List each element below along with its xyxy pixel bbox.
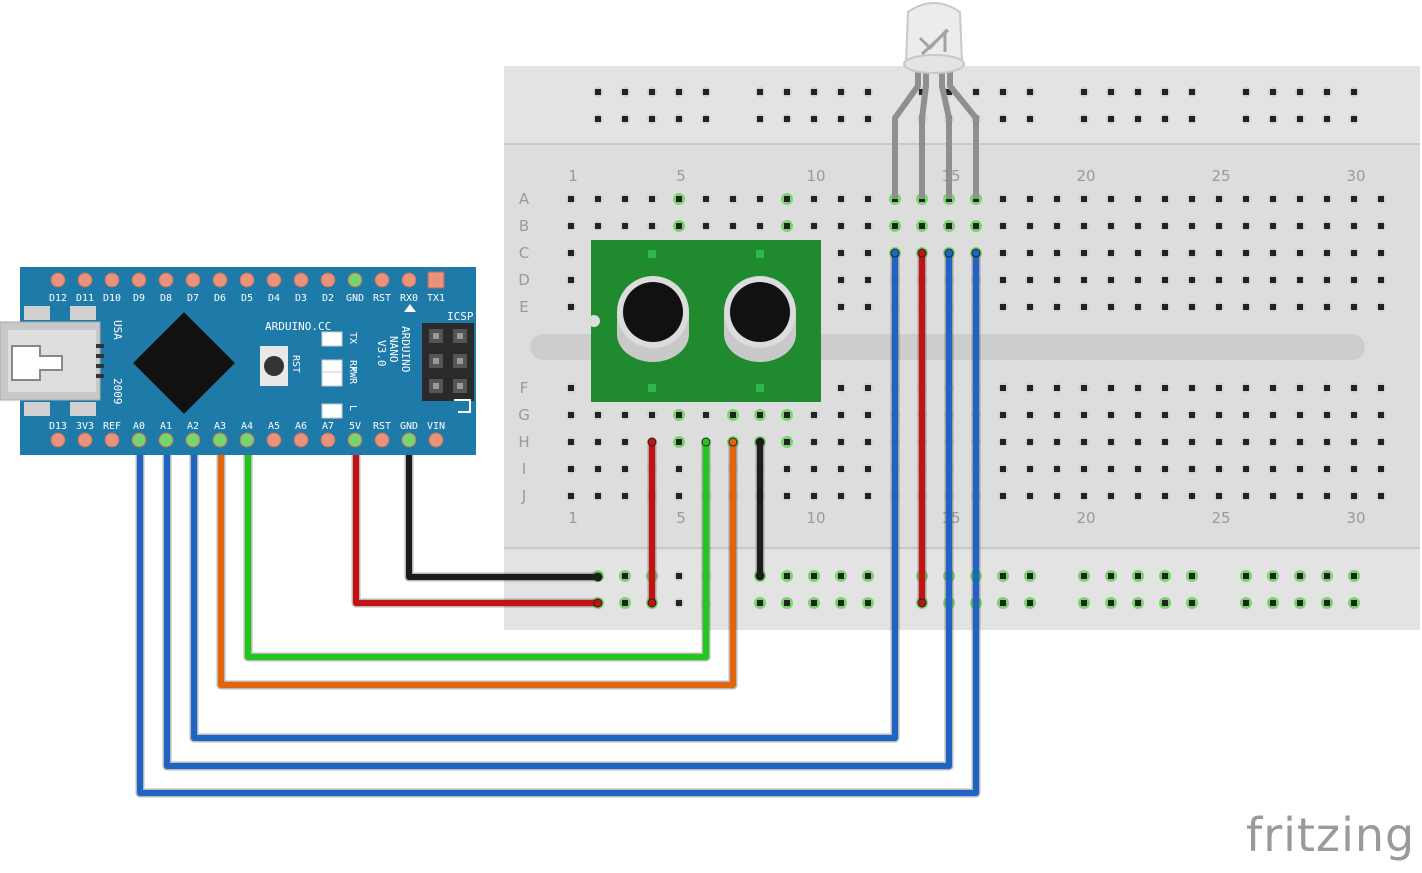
- nano-pin-label-bottom-a6: A6: [295, 421, 307, 432]
- led-pwr: [321, 371, 343, 387]
- nano-led-label-tx: TX: [347, 332, 358, 344]
- led-l: [321, 403, 343, 419]
- nano-pin-label-top-tx1: TX1: [427, 293, 445, 304]
- nano-pin-label-bottom-vin: VIN: [427, 421, 445, 432]
- column-number-5-bottom: 5: [676, 509, 686, 527]
- nano-pin-label-bottom-ref: REF: [103, 421, 121, 432]
- led-leg: [947, 72, 979, 199]
- row-label-e: E: [519, 298, 528, 316]
- nano-pin-label-bottom-a5: A5: [268, 421, 280, 432]
- nano-model-line-1: ARDUINO: [399, 326, 412, 372]
- microcontroller-chip: [133, 312, 235, 414]
- column-number-30-bottom: 30: [1346, 509, 1365, 527]
- nano-pin-label-bottom-a2: A2: [187, 421, 199, 432]
- ultrasonic-sensor: [588, 240, 821, 402]
- nano-site-label: ARDUINO.CC: [265, 320, 331, 333]
- wires: [135, 248, 981, 798]
- nano-model-line-2: NANO: [387, 336, 400, 363]
- nano-pin-label-bottom-a7: A7: [322, 421, 334, 432]
- column-number-30-top: 30: [1346, 167, 1365, 185]
- nano-pin-label-top-d9: D9: [133, 293, 145, 304]
- nano-pin-label-top-d5: D5: [241, 293, 253, 304]
- column-number-20-top: 20: [1076, 167, 1095, 185]
- nano-pin-label-top-gnd: GND: [346, 293, 364, 304]
- led-leg: [919, 72, 929, 199]
- nano-led-label-l: L: [347, 405, 358, 411]
- row-label-c: C: [519, 244, 529, 262]
- nano-pin-label-bottom-a1: A1: [160, 421, 172, 432]
- nano-pin-label-bottom-d13: D13: [49, 421, 67, 432]
- nano-pin-label-bottom-a4: A4: [241, 421, 253, 432]
- sensor-transducer-right: [724, 276, 796, 362]
- nano-pin-label-top-d2: D2: [322, 293, 334, 304]
- row-label-g: G: [518, 406, 530, 424]
- column-number-10-bottom: 10: [806, 509, 825, 527]
- led-leg: [939, 72, 952, 199]
- nano-icsp-label: ICSP: [447, 310, 474, 323]
- nano-pin-label-top-d12: D12: [49, 293, 67, 304]
- column-number-25-top: 25: [1211, 167, 1230, 185]
- wire-blue-a0-led: [137, 253, 979, 796]
- row-label-i: I: [522, 460, 526, 478]
- column-number-1-top: 1: [568, 167, 578, 185]
- wire-blue-a2-led: [191, 253, 898, 741]
- sensor-transducer-left: [617, 276, 689, 362]
- nano-pin-label-top-d4: D4: [268, 293, 280, 304]
- wire-red-5v-rail: [353, 440, 598, 606]
- usb-connector: [0, 306, 101, 416]
- row-label-d: D: [518, 271, 530, 289]
- nano-pin-label-top-d3: D3: [295, 293, 307, 304]
- column-number-25-bottom: 25: [1211, 509, 1230, 527]
- nano-pin-label-bottom-gnd: GND: [400, 421, 418, 432]
- row-label-j: J: [521, 487, 526, 505]
- nano-pin-label-bottom-a3: A3: [214, 421, 226, 432]
- column-number-5-top: 5: [676, 167, 686, 185]
- nano-pin-label-bottom-a0: A0: [133, 421, 145, 432]
- wire-black-gnd-rail: [406, 440, 598, 580]
- nano-rst-button-label: RST: [290, 355, 301, 373]
- row-label-b: B: [519, 217, 529, 235]
- nano-pin-label-top-rx0: RX0: [400, 293, 418, 304]
- nano-led-label-rx: RX: [347, 360, 358, 372]
- nano-year-label: 2009: [111, 378, 124, 405]
- wire-blue-a1-led: [164, 253, 952, 769]
- nano-usa-label: USA: [111, 320, 124, 340]
- led-leg: [892, 72, 921, 199]
- nano-pin-label-bottom-5v: 5V: [349, 421, 361, 432]
- nano-pin-label-top-rst: RST: [373, 293, 391, 304]
- row-label-a: A: [519, 190, 530, 208]
- row-label-h: H: [518, 433, 529, 451]
- column-number-20-bottom: 20: [1076, 509, 1095, 527]
- nano-pin-label-bottom-3v3: 3V3: [76, 421, 94, 432]
- nano-pin-label-top-d6: D6: [214, 293, 226, 304]
- nano-pin-label-bottom-rst: RST: [373, 421, 391, 432]
- fritzing-logo-text: fritzing: [1246, 808, 1416, 862]
- rgb-led: [892, 2, 979, 199]
- nano-pin-label-top-d11: D11: [76, 293, 94, 304]
- nano-pin-label-top-d8: D8: [160, 293, 172, 304]
- nano-led-label-pwr: PWR: [347, 366, 358, 385]
- column-number-1-bottom: 1: [568, 509, 578, 527]
- led-tx: [321, 331, 343, 347]
- column-number-10-top: 10: [806, 167, 825, 185]
- bottom-power-rail: [504, 550, 1420, 630]
- nano-model-line-3: V3.0: [375, 340, 388, 367]
- nano-pin-label-top-d7: D7: [187, 293, 199, 304]
- wire-orange-a3-sensor: [218, 440, 736, 688]
- nano-pin-label-top-d10: D10: [103, 293, 121, 304]
- row-label-f: F: [520, 379, 529, 397]
- wire-green-a4-sensor: [245, 440, 709, 660]
